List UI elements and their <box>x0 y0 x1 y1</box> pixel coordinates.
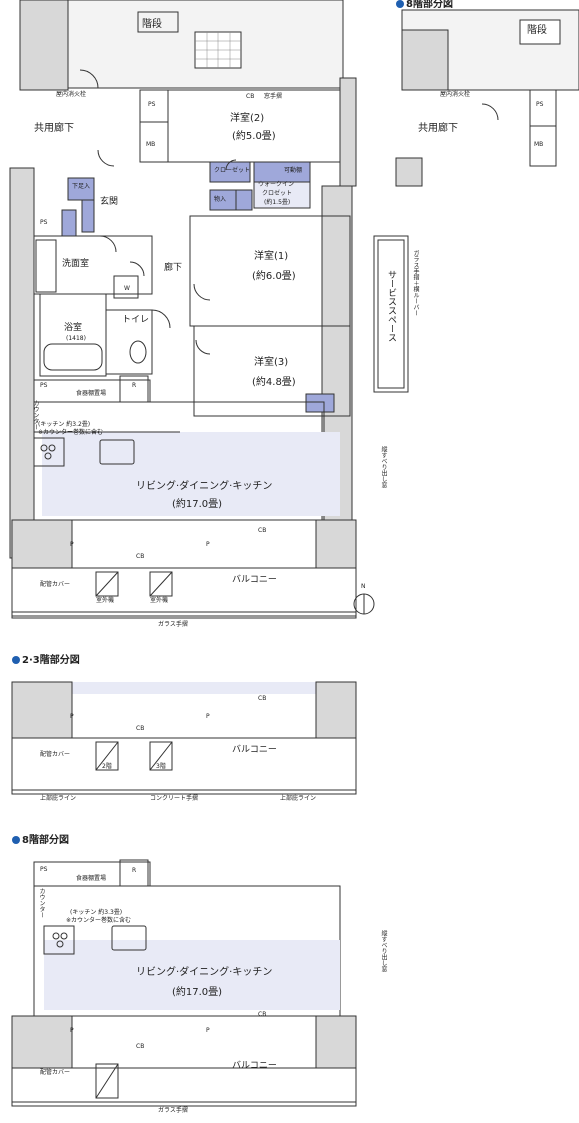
f8-cb-label-2: CB <box>136 1043 145 1050</box>
f23-concrete-rail-label: コンクリート手摺 <box>150 795 199 802</box>
bullet-icon <box>396 0 404 8</box>
washer-label: W <box>124 285 130 292</box>
shoe-box-label: 下足入 <box>72 183 91 190</box>
outdoor-unit-label-2: 室外機 <box>150 597 169 604</box>
shared-corridor-label-right: 共用廊下 <box>418 123 458 134</box>
f23-cb-label-2: CB <box>136 725 145 732</box>
f8-kitchen-note: ※カウンター巻数に含む <box>66 917 132 924</box>
f8-ps-label: PS <box>40 866 48 873</box>
f23-pipe-label-1: P <box>70 713 74 720</box>
f23-pipe-label-2: P <box>206 713 210 720</box>
f8-dish-storage-label: 食器棚置場 <box>76 875 107 882</box>
f23-floor3-label: 3階 <box>156 763 166 770</box>
mb-label: MB <box>146 141 156 148</box>
bullet-icon <box>12 836 20 844</box>
fridge-label: R <box>132 382 137 389</box>
f8-cb-label-1: CB <box>258 1011 267 1018</box>
compass-north-icon: N <box>361 583 366 590</box>
f23-cb-label-1: CB <box>258 695 267 702</box>
ps-label-3: PS <box>40 382 48 389</box>
wic-label: ウォークイン <box>258 181 295 188</box>
f8-ldk-label: リビング·ダイニング·キッチン <box>136 967 273 978</box>
stairs-label: 階段 <box>142 19 162 30</box>
washroom-label: 洗面室 <box>62 259 90 269</box>
storage-label: 物入 <box>214 196 227 203</box>
ps-label-right: PS <box>536 101 544 108</box>
entrance-label: 玄関 <box>100 197 119 207</box>
bedroom1-label: 洋室(1) <box>254 251 289 262</box>
bedroom3-label: 洋室(3) <box>254 357 289 368</box>
ldk-label: リビング·ダイニング·キッチン <box>136 481 273 492</box>
fire-hydrant-label: 屋内消火栓 <box>56 91 87 98</box>
f23-floor2-label: 2階 <box>102 763 112 770</box>
closet-label: クローゼット <box>214 167 251 174</box>
bedroom1-size: (約6.0畳) <box>252 271 296 282</box>
hall-label: 廊下 <box>164 263 183 273</box>
bedroom3-size: (約4.8畳) <box>252 377 296 388</box>
section-title-text: 8階部分図 <box>22 835 69 846</box>
kitchen-label: (キッチン 約3.2畳) <box>38 421 91 428</box>
fire-hydrant-label-right: 屋内消火栓 <box>440 91 471 98</box>
balcony-label: バルコニー <box>232 575 277 585</box>
cb-label: CB <box>246 93 255 100</box>
section-title-text: 8階部分図 <box>406 0 453 10</box>
mb-label-right: MB <box>534 141 544 148</box>
ldk-size: (約17.0畳) <box>172 499 223 510</box>
bedroom2-label: 洋室(2) <box>230 113 265 124</box>
ps-label: PS <box>148 101 156 108</box>
window-rail-label: 窓手摺 <box>264 93 283 100</box>
wic-size: (約1.5畳) <box>264 199 291 206</box>
outdoor-unit-label-1: 室外機 <box>96 597 115 604</box>
section-title-text: 2·3階部分図 <box>22 655 80 666</box>
movable-shelf-label: 可動棚 <box>284 167 303 174</box>
pipe-label-2: P <box>206 541 210 548</box>
section-title-2-3f: 2·3階部分図 <box>12 656 80 666</box>
cb-label-3: CB <box>136 553 145 560</box>
section-title-8f-bottom: 8階部分図 <box>12 836 69 846</box>
section-title-8f-top: 8階部分図 <box>396 0 453 10</box>
bath-label: 浴室 <box>64 323 83 333</box>
f8-pipe-cover-label: 配管カバー <box>40 1069 71 1076</box>
bath-size: (1418) <box>66 335 86 342</box>
toilet-label: トイレ <box>122 315 150 325</box>
f8-pipe-label-1: P <box>70 1027 74 1034</box>
stairs-label-right: 階段 <box>527 25 547 36</box>
f8-glass-rail-label: ガラス手摺 <box>158 1107 188 1114</box>
f23-eave-label-right: 上部庇ライン <box>280 795 317 802</box>
counter-label: カウンター <box>32 400 39 430</box>
bedroom2-size: (約5.0畳) <box>232 131 276 142</box>
f23-pipe-cover-label: 配管カバー <box>40 751 71 758</box>
f8-ldk-size: (約17.0畳) <box>172 987 223 998</box>
f8-pipe-label-2: P <box>206 1027 210 1034</box>
pipe-label-1: P <box>70 541 74 548</box>
bullet-icon <box>12 656 20 664</box>
glass-rail-label: ガラス手摺 <box>158 621 188 628</box>
dish-storage-label: 食器棚置場 <box>76 390 107 397</box>
cb-label-2: CB <box>258 527 267 534</box>
ps-label-2: PS <box>40 219 48 226</box>
f23-balcony-label: バルコニー <box>232 745 277 755</box>
wic-label-2: クロゼット <box>262 190 293 197</box>
service-space-label: サービススペース <box>386 270 396 342</box>
pipe-cover-label: 配管カバー <box>40 581 71 588</box>
kitchen-note: ※カウンター巻数に含む <box>38 429 104 436</box>
f8-counter-label: カウンター <box>38 888 45 918</box>
f8-balcony-label: バルコニー <box>232 1061 277 1071</box>
shared-corridor-label: 共用廊下 <box>34 123 74 134</box>
f23-eave-label-left: 上部庇ライン <box>40 795 77 802</box>
f8-fridge-label: R <box>132 867 137 874</box>
f8-kitchen-label: (キッチン 約3.3畳) <box>70 909 123 916</box>
slide-out-window-label: 縦すべり出し窓 <box>380 446 387 488</box>
glass-louver-label: ガラス手摺＋横ルーバー <box>412 250 419 316</box>
f8-slide-out-label: 縦すべり出し窓 <box>380 930 387 972</box>
